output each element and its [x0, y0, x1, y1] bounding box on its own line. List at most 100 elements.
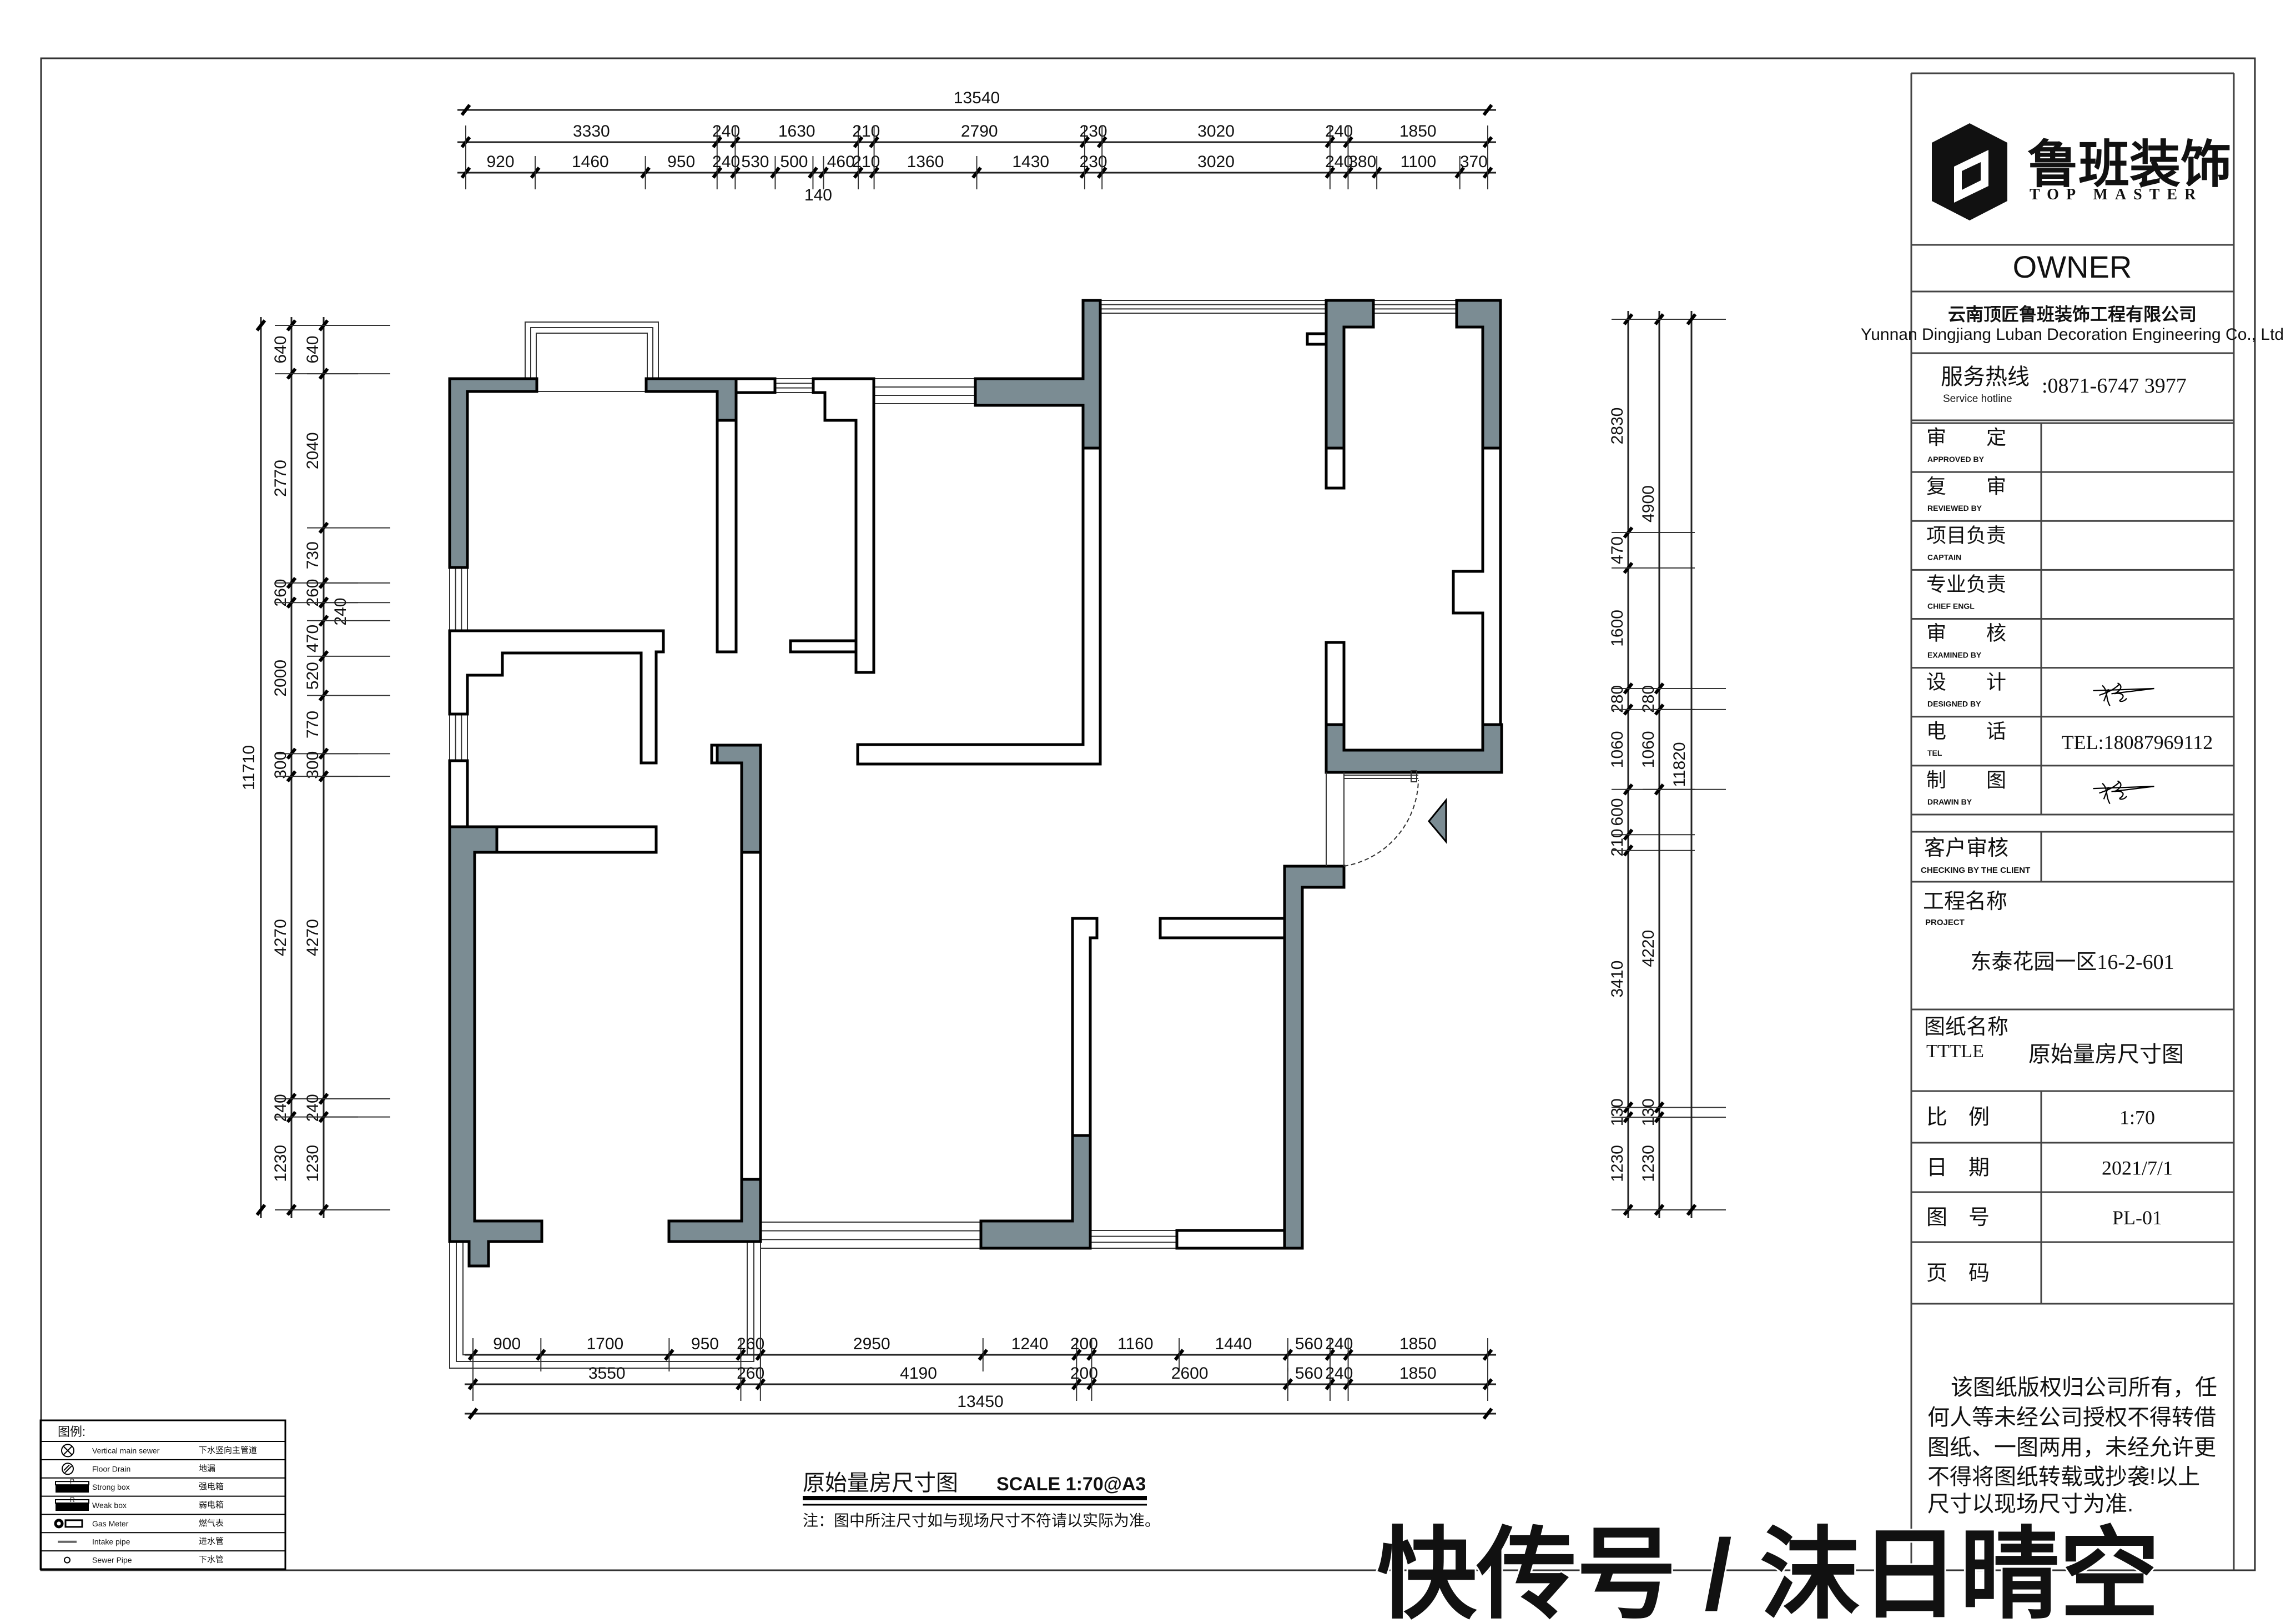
dimension-tick [467, 1408, 479, 1420]
dimension-label: 240 [712, 122, 740, 140]
dimension-label: 1600 [1608, 610, 1627, 647]
dimension-label: 3020 [1197, 153, 1235, 171]
wall-partition [1159, 917, 1286, 939]
dimension-label: 4270 [271, 919, 290, 956]
floor-drain-icon [62, 1463, 74, 1475]
logo-text-cn: 鲁班装饰 [2027, 137, 2232, 193]
caption-title: 原始量房尺寸图 [803, 1471, 958, 1495]
copyright-line: 该图纸版权归公司所有，任 [1951, 1375, 2217, 1400]
legend-label-en: Strong box [92, 1483, 130, 1491]
dimension-label: 560 [1295, 1364, 1323, 1383]
wall-partition [710, 743, 719, 765]
legend-label-cn: 地漏 [199, 1464, 215, 1473]
dimension-label: 240 [1325, 122, 1353, 140]
dimension-label: 4900 [1639, 485, 1658, 522]
dimension-label: 900 [493, 1335, 521, 1353]
dimension-total-label: 13540 [954, 89, 1000, 107]
dimension-label: 520 [304, 662, 322, 690]
approval-label-cn: 专业负责 [1926, 572, 2006, 595]
dimension-label: 230 [1080, 122, 1107, 140]
entrance-door [1326, 770, 1419, 867]
info-row: 页 码 [1911, 1262, 2234, 1305]
approval-label-cn: 电 话 [1926, 720, 2006, 742]
wall-partition [856, 446, 1102, 766]
dimension-label: 1240 [1011, 1335, 1049, 1353]
hotline-label-cn: 服务热线 [1941, 365, 2030, 389]
drawing-title-value: 原始量房尺寸图 [2028, 1042, 2184, 1067]
wall-partition [1325, 641, 1346, 726]
dimension-label: 1230 [1608, 1145, 1627, 1182]
dimension-label: 1100 [1401, 153, 1437, 171]
dimension-label: 140 [804, 186, 832, 204]
legend-label-en: Weak box [92, 1501, 127, 1510]
drawing-title-label-cn: 图纸名称 [1924, 1016, 2008, 1039]
info-value: 1:70 [2119, 1107, 2155, 1129]
dimension-label: 1160 [1117, 1335, 1154, 1353]
caption-note: 注：图中所注尺寸如与现场尺寸不符请以实际为准。 [803, 1512, 1160, 1529]
dimension-label: 1060 [1639, 731, 1658, 768]
dimension-label: 2950 [853, 1335, 890, 1353]
sewer-pipe-icon [64, 1556, 71, 1564]
entrance-arrow-icon [1428, 797, 1447, 845]
dimension-label: 130 [1608, 1098, 1627, 1126]
dimension-label: 240 [712, 153, 740, 171]
approval-label-en: REVIEWED BY [1927, 504, 1982, 512]
logo-hexagon-icon [1932, 123, 2007, 220]
dimension-label: 4270 [304, 919, 322, 956]
dimension-label: 240 [271, 1094, 290, 1122]
wall-partition [448, 759, 469, 828]
legend-label-cn: 进水管 [199, 1537, 224, 1546]
dimension-tick [460, 104, 471, 116]
dimension-tick [255, 1204, 266, 1216]
sheet-frame [40, 57, 2256, 1571]
dimension-label: 240 [1325, 1364, 1353, 1383]
legend-mark: R [70, 1496, 75, 1504]
company-name-en: Yunnan Dingjiang Luban Decoration Engine… [1861, 325, 2284, 344]
dimension-label: 470 [1608, 536, 1627, 564]
approval-value[interactable]: TEL:18087969112 [2062, 731, 2213, 753]
info-label: 图 号 [1926, 1206, 1990, 1229]
info-label: 比 例 [1926, 1106, 1990, 1129]
legend-label-en: Floor Drain [92, 1464, 130, 1473]
dimension-label: 460 [827, 153, 855, 171]
wall-partition [1325, 446, 1346, 490]
wall-partition [789, 639, 858, 654]
dimension-label: 210 [1608, 828, 1627, 856]
approval-label-cn: 设 计 [1926, 671, 2006, 694]
dimension-label: 130 [1639, 1098, 1658, 1126]
dimension-label: 3550 [588, 1364, 626, 1383]
approval-label-en: CHIEF ENGL [1927, 601, 1975, 610]
dimension-label: 210 [852, 153, 880, 171]
dimension-label: 2600 [1171, 1364, 1209, 1383]
info-value: 2021/7/1 [2102, 1157, 2173, 1179]
bay-window [525, 321, 659, 392]
logo-text-en: TOP MASTER [2030, 186, 2203, 203]
dimension-label: 1850 [1399, 122, 1437, 140]
dimension-label: 1060 [1608, 731, 1627, 768]
weak-box-icon: R [55, 1496, 89, 1511]
dimension-label: 370 [1460, 153, 1488, 171]
dimension-label: 1460 [572, 153, 609, 171]
approval-label-cn: 审 核 [1926, 622, 2006, 645]
company-logo: 鲁班装饰 TOP MASTER [1932, 123, 2232, 220]
dimension-label: 600 [1608, 798, 1627, 826]
copyright-line: 何人等未经公司授权不得转借 [1927, 1405, 2216, 1430]
legend-mark: P [70, 1478, 74, 1485]
dimension-label: 500 [780, 153, 808, 171]
hotline-label-en: Service hotline [1943, 393, 2012, 405]
